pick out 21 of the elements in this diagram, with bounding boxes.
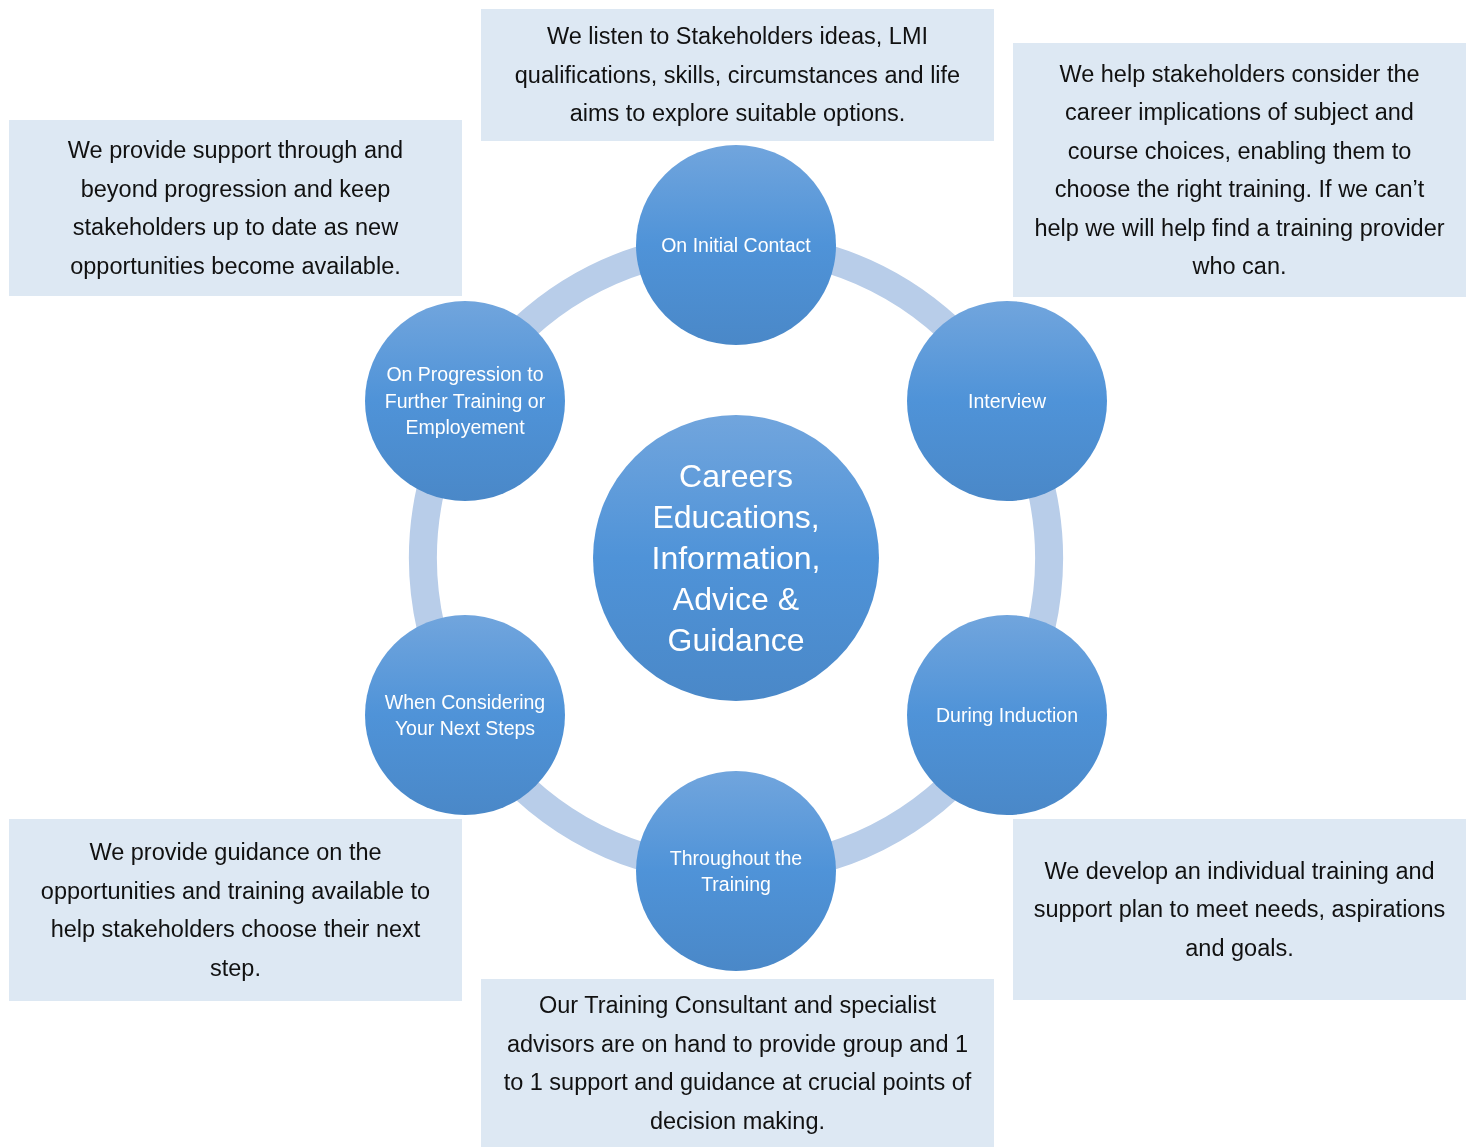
ring-segment	[1027, 486, 1063, 630]
note-text: We listen to Stakeholders ideas, LMI qualifications, skills, circumstances and life aims to explore suitable options.	[513, 22, 962, 129]
note-text: We provide support through and beyond progression and keep stakeholders up to date as new opportunities become available.	[66, 136, 405, 281]
ring-segment	[409, 486, 445, 630]
stage-label: On Progression to Further Training or Employement	[383, 362, 547, 441]
stage-label: Interview	[968, 388, 1046, 414]
note-box	[9, 819, 462, 1001]
note-box	[481, 979, 994, 1147]
note-box	[1013, 819, 1466, 1000]
note-text: We develop an individual training and support plan to meet needs, aspirations and goals.	[1032, 856, 1447, 963]
note-text: We provide guidance on the opportunities and training available to help stakeholders choose their next step.	[39, 838, 432, 983]
note-box	[1013, 43, 1466, 297]
note-box	[481, 9, 994, 141]
note-text: We help stakeholders consider the career implications of subject and course choices, enabling them to choose the right training. If we can’t help we will help find a training provider who can.	[1033, 59, 1446, 281]
stage-label: Careers Educations, Information, Advice & Guidance	[650, 456, 822, 660]
stage-label: Throughout the Training	[668, 845, 804, 897]
stage-label: On Initial Contact	[661, 232, 811, 258]
stage-label: When Considering Your Next Steps	[383, 689, 547, 741]
stage-label: During Induction	[936, 702, 1078, 728]
note-box	[9, 120, 462, 296]
note-text: Our Training Consultant and specialist advisors are on hand to provide group and 1 to 1 support and guidance at crucial points of decision making.	[502, 991, 973, 1136]
